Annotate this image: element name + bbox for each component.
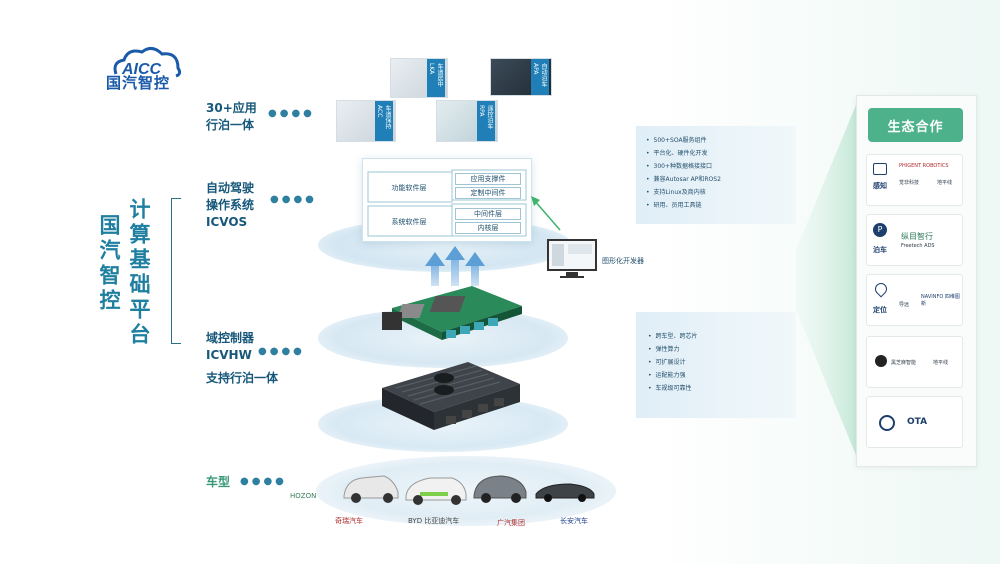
ecosystem-funnel: [796, 100, 858, 460]
app-card-tag: 自动泊车 APA: [531, 59, 549, 95]
brand-gac: 广汽集团: [497, 519, 525, 527]
brand-hozon: HOZON: [290, 492, 317, 500]
label-apps-line2: 行泊一体: [206, 118, 255, 132]
label-apps: 30+应用 行泊一体: [206, 100, 257, 134]
label-os-line2: 操作系统: [206, 198, 255, 212]
leader-dots: ●●●●: [270, 194, 317, 205]
ecosystem-card-chips: 黑芝麻智能 地平线: [866, 336, 963, 388]
ecosystem-category: 定位: [873, 306, 887, 314]
middleware-cell: 中间件层: [455, 208, 521, 220]
os-feature-item: 300+种数据格接接口: [646, 160, 721, 173]
hw-feature-item: 可扩展设计: [648, 356, 698, 369]
label-os-line1: 自动驾驶: [206, 181, 255, 195]
ecosystem-category: 感知: [873, 182, 887, 190]
os-feature-item: 支持Linux及商内核: [646, 186, 721, 199]
os-feature-list: 500+SOA服务组件 平台化、硬件化开发 300+种数据格接接口 兼容Auto…: [646, 134, 721, 212]
label-hw: 域控制器 ICVHW 支持行泊一体: [206, 330, 278, 387]
location-pin-icon: [872, 280, 890, 298]
platform-title-col2: 计算基础平台: [127, 198, 151, 348]
func-layer: 功能软件层: [370, 174, 448, 202]
svg-text:AICC: AICC: [121, 61, 162, 78]
app-card-tag: 车道居中 LKA: [427, 59, 445, 97]
ecosystem-card-perception: 感知 PHIGENT ROBOTICS 觉非科技 地平线: [866, 154, 963, 206]
monitor-icon: [547, 239, 597, 278]
label-hw-line2: ICVHW: [206, 348, 252, 362]
parking-icon: P: [873, 223, 887, 237]
ecosystem-category: 泊车: [873, 246, 887, 254]
kernel-cell: 内核层: [455, 222, 521, 234]
ecosystem-partner: 地平线: [933, 360, 949, 366]
up-arrow-icon: [465, 252, 485, 266]
app-card-tag: 遥控泊车 RPA: [477, 101, 495, 141]
ecosystem-card-positioning: 定位 导远 NAVINFO 四维图新: [866, 274, 963, 326]
domain-controller-image: [382, 362, 520, 430]
hw-feature-list: 跨车型、跨芯片 弹性算力 可扩展设计 运配能力强 车规级可靠性: [648, 330, 698, 395]
brand-byd: BYD 比亚迪汽车: [408, 517, 460, 525]
ecosystem-partner: OTA: [907, 417, 928, 427]
os-feature-item: 平台化、硬件化开发: [646, 147, 721, 160]
up-arrow-stem: [471, 264, 479, 286]
ecosystem-partner: 觉非科技: [899, 180, 920, 186]
hw-feature-item: 车规级可靠性: [648, 382, 698, 395]
hw-feature-item: 运配能力强: [648, 369, 698, 382]
app-card-acc: 车道保持 ACC: [336, 100, 396, 142]
app-card-rpa: 遥控泊车 RPA: [436, 100, 498, 142]
ecosystem-partner: 纵目智行: [901, 232, 933, 241]
app-card-apa: 自动泊车 APA: [490, 58, 552, 96]
dev-tool-label: 图形化开发器: [602, 257, 644, 265]
title-bracket: [171, 198, 181, 344]
app-card-tag: 车道保持 ACC: [375, 101, 393, 141]
software-dividers: [367, 169, 527, 237]
hw-feature-item: 弹性算力: [648, 343, 698, 356]
ecosystem-partner: 地平线: [937, 180, 953, 186]
ecosystem-card-parking: P 泊车 纵目智行 Freetech ADS: [866, 214, 963, 266]
ecosystem-partner: PHIGENT ROBOTICS: [899, 163, 949, 169]
camera-icon: [873, 163, 887, 175]
label-hw-line3: 支持行泊一体: [206, 371, 279, 385]
ecosystem-partner: 导远: [899, 302, 910, 308]
label-os-line3: ICVOS: [206, 215, 248, 229]
ecosystem-card-ota: OTA: [866, 396, 963, 448]
up-arrow-icon: [445, 246, 465, 260]
up-arrow-stem: [451, 258, 459, 286]
steering-wheel-icon: [879, 415, 895, 431]
label-vehicles: 车型: [206, 475, 231, 489]
up-arrow-stem: [431, 264, 439, 286]
sys-layer: 系统软件层: [370, 208, 448, 236]
ecosystem-title: 生态合作: [868, 108, 963, 142]
vehicle-lineup-image: [343, 475, 595, 505]
platform-title-col1: 国汽智控: [97, 214, 121, 314]
ecosystem-partner: Freetech ADS: [901, 243, 935, 249]
leader-dots: ●●●●: [268, 108, 315, 119]
logo-text: 国汽智控: [106, 74, 171, 92]
os-feature-item: 500+SOA服务组件: [646, 134, 721, 147]
leader-dots: ●●●●: [240, 476, 287, 487]
controller-board-image: [382, 286, 522, 340]
aicc-logo: AICC: [113, 47, 182, 78]
app-card-lka: 车道居中 LKA: [390, 58, 448, 98]
os-feature-item: 研用、员用工具链: [646, 199, 721, 212]
ecosystem-partner: NAVINFO 四维图新: [921, 294, 960, 307]
brand-changan: 长安汽车: [560, 517, 588, 525]
custom-mw-cell: 定制中间件: [455, 187, 521, 199]
label-apps-line1: 30+应用: [206, 101, 257, 115]
os-feature-item: 兼容Autosar AP和ROS2: [646, 173, 721, 186]
connector-arrow-icon: [531, 196, 561, 231]
hw-feature-item: 跨车型、跨芯片: [648, 330, 698, 343]
up-arrow-icon: [425, 252, 445, 266]
label-os: 自动驾驶 操作系统 ICVOS: [206, 180, 254, 231]
ecosystem-partner: 黑芝麻智能: [891, 360, 917, 366]
chip-icon: [875, 355, 887, 367]
leader-dots: ●●●●: [258, 346, 305, 357]
app-dev-cell: 应用支撑件: [455, 173, 521, 185]
label-hw-line1: 域控制器: [206, 331, 255, 345]
brand-chery: 奇瑞汽车: [335, 517, 363, 525]
